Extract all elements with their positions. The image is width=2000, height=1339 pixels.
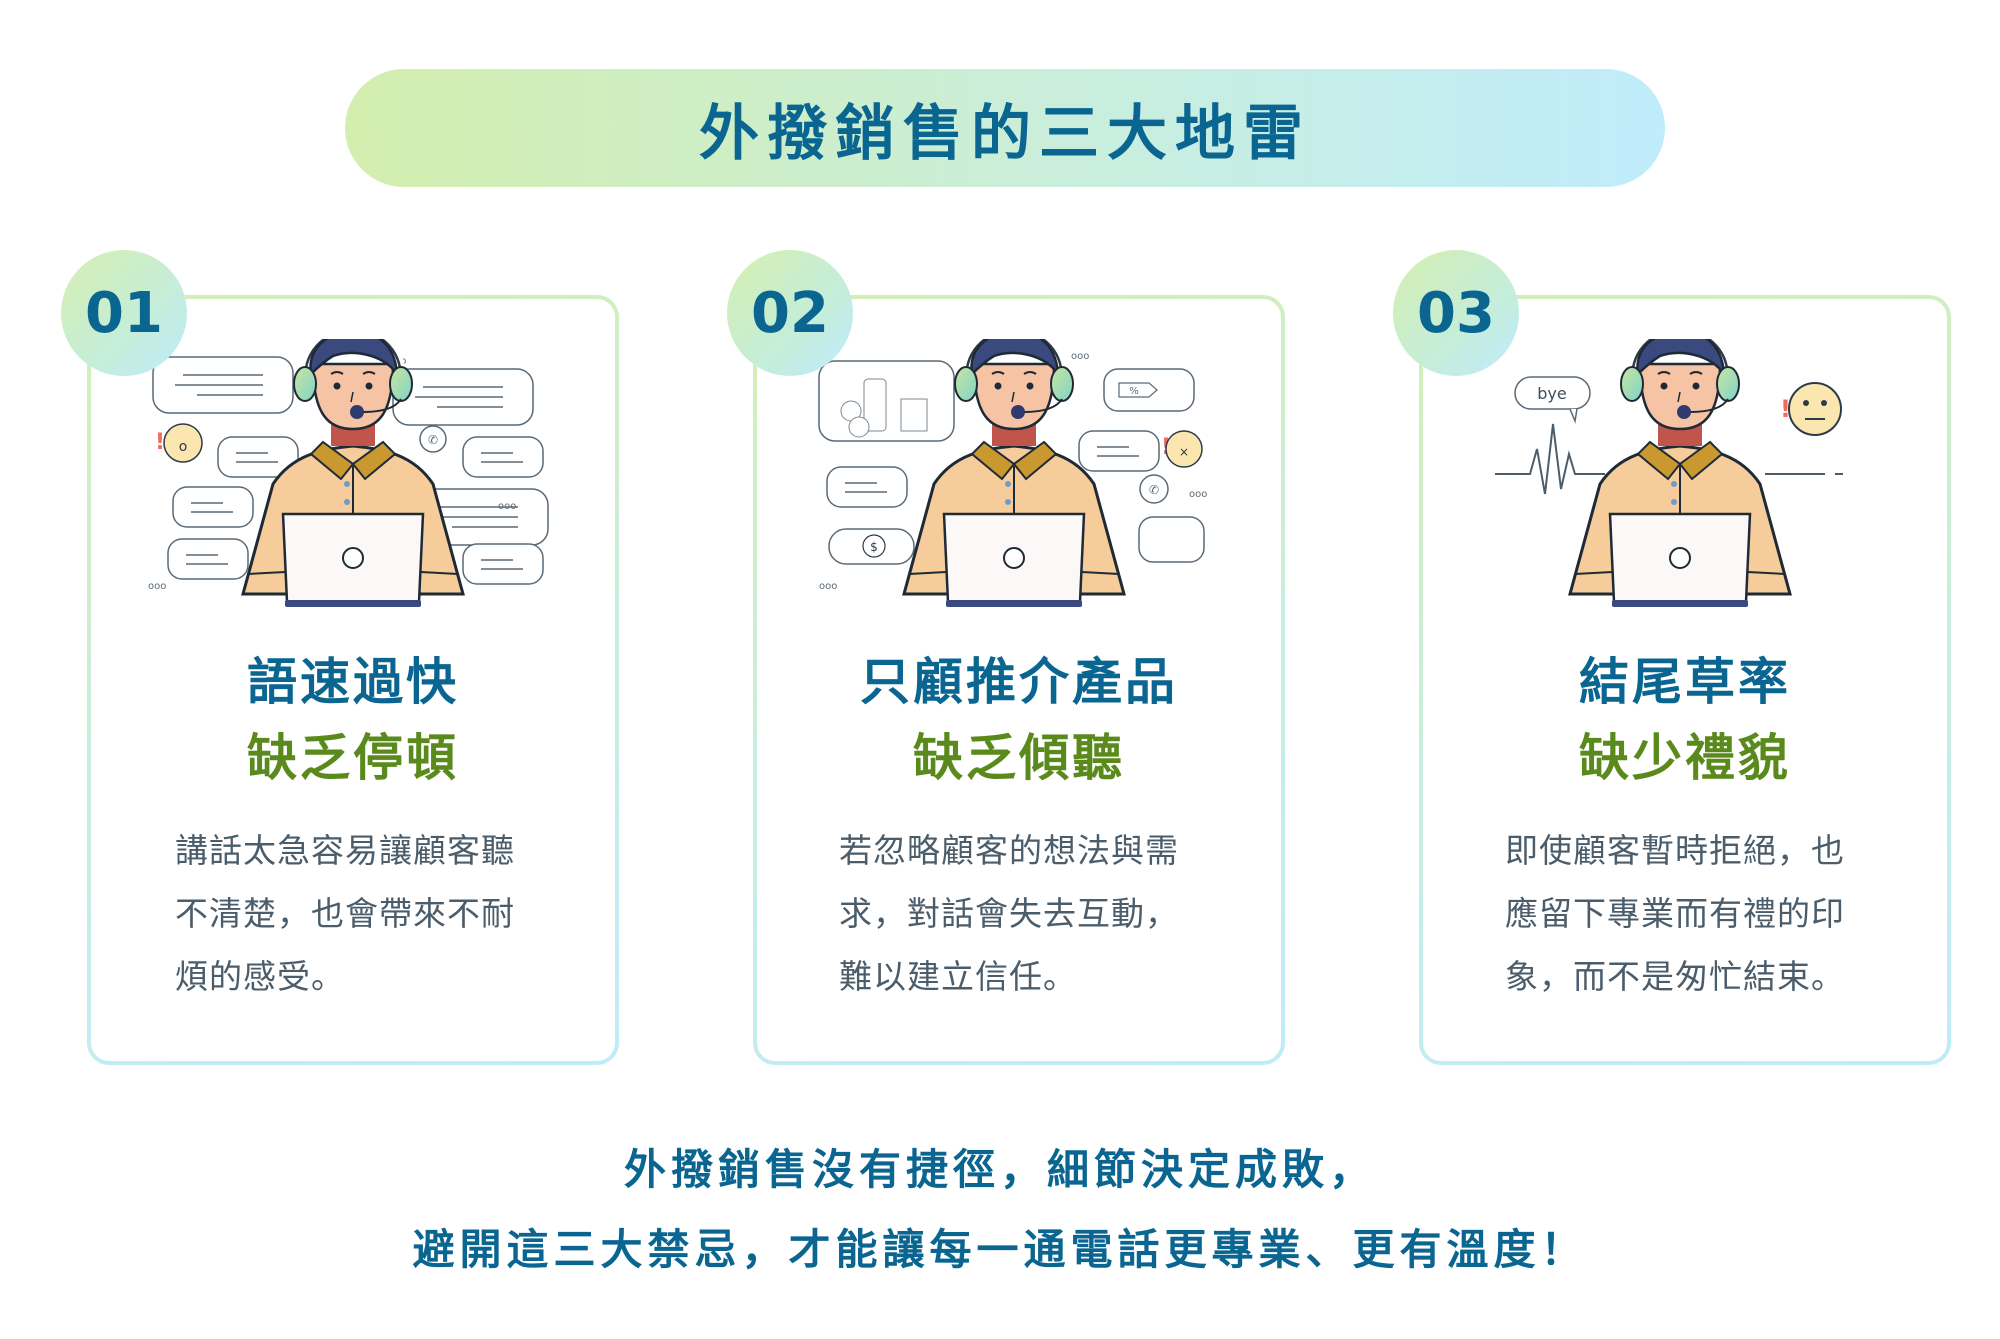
bottle-icon <box>863 378 887 432</box>
heading-primary: 結尾草率 <box>1579 653 1791 711</box>
sound-wave-icon <box>1495 423 1605 495</box>
bye-bubble-text: bye <box>1537 384 1566 403</box>
svg-text:ooo: ooo <box>1071 351 1089 362</box>
desc-line: 應留下專業而有禮的印 <box>1505 894 1845 933</box>
neutral-face-icon <box>1788 382 1842 436</box>
phone-icon <box>1139 474 1169 504</box>
agent-chat-bubbles-illustration: o ! ✆ ooo ooo ooo <box>148 339 549 609</box>
badge-number: 02 <box>751 280 829 346</box>
svg-text:o: o <box>179 439 188 455</box>
card-heading: 只顧推介產品 缺乏傾聽 <box>757 644 1281 796</box>
card-description: 即使顧客暫時拒絕，也 應留下專業而有禮的印 象，而不是匆忙結束。 <box>1505 819 1887 1008</box>
svg-text:%: % <box>1129 386 1139 397</box>
svg-text:!: ! <box>1780 395 1791 423</box>
number-badge-01: 01 <box>61 250 187 376</box>
footer-line-1: 外撥銷售沒有捷徑，細節決定成敗， <box>623 1145 1376 1194</box>
card-description: 講話太急容易讓顧客聽 不清楚，也會帶來不耐 煩的感受。 <box>175 819 555 1008</box>
number-badge-03: 03 <box>1393 250 1519 376</box>
pitfall-card-2: % ! × ✆ $ ooo ooo ooo 只顧推介產品 缺乏傾聽 若忽略顧客的… <box>753 295 1285 1065</box>
agent-saying-bye-illustration: bye ! <box>1495 339 1843 609</box>
pitfall-card-1: o ! ✆ ooo ooo ooo 語速過快 缺乏停頓 講話太急容易讓顧客聽 不… <box>87 295 619 1065</box>
svg-text:ooo: ooo <box>819 581 837 592</box>
svg-text:ooo: ooo <box>498 501 516 512</box>
heading-primary: 語速過快 <box>247 653 459 711</box>
discount-tag-icon <box>1118 382 1158 398</box>
pitfall-card-3: bye ! 結尾草率 缺少禮貌 即使顧客暫時拒絕，也 應留下專業而有禮的印 象，… <box>1419 295 1951 1065</box>
desc-line: 求，對話會失去互動， <box>839 894 1179 933</box>
svg-text:!: ! <box>155 430 165 455</box>
badge-number: 03 <box>1417 280 1495 346</box>
svg-text:ooo: ooo <box>1189 489 1207 500</box>
desc-line: 不清楚，也會帶來不耐 <box>175 894 515 933</box>
heading-primary: 只顧推介產品 <box>860 653 1178 711</box>
card-heading: 結尾草率 缺少禮貌 <box>1423 644 1947 796</box>
badge-number: 01 <box>85 280 163 346</box>
desc-line: 煩的感受。 <box>175 957 345 996</box>
desc-line: 即使顧客暫時拒絕，也 <box>1505 831 1845 870</box>
page-title: 外撥銷售的三大地雷 <box>699 98 1311 169</box>
phone-icon <box>419 425 447 453</box>
footer-message: 外撥銷售沒有捷徑，細節決定成敗， 避開這三大禁忌，才能讓每一通電話更專業、更有溫… <box>0 1130 2000 1290</box>
svg-text:✆: ✆ <box>428 433 438 447</box>
number-badge-02: 02 <box>727 250 853 376</box>
title-banner: 外撥銷售的三大地雷 <box>345 69 1665 187</box>
agent-product-pitch-illustration: % ! × ✆ $ ooo ooo ooo <box>818 339 1207 609</box>
muted-face-icon <box>1165 430 1203 468</box>
desc-line: 難以建立信任。 <box>839 957 1077 996</box>
coin-icon <box>862 534 886 558</box>
card-heading: 語速過快 缺乏停頓 <box>91 644 615 796</box>
footer-line-2: 避開這三大禁忌，才能讓每一通電話更專業、更有溫度！ <box>412 1225 1588 1274</box>
gift-icon <box>900 398 928 432</box>
heading-secondary: 缺乏傾聽 <box>913 729 1125 787</box>
desc-line: 象，而不是匆忙結束。 <box>1505 957 1845 996</box>
card-description: 若忽略顧客的想法與需 求，對話會失去互動， 難以建立信任。 <box>839 819 1221 1008</box>
svg-text:ooo: ooo <box>148 581 166 592</box>
surprised-face-icon <box>163 423 203 463</box>
cosmetics-bubble <box>1138 516 1205 563</box>
desc-line: 講話太急容易讓顧客聽 <box>175 831 515 870</box>
svg-text:×: × <box>1179 445 1189 459</box>
desc-line: 若忽略顧客的想法與需 <box>839 831 1179 870</box>
heading-secondary: 缺少禮貌 <box>1579 729 1791 787</box>
heading-secondary: 缺乏停頓 <box>247 729 459 787</box>
svg-text:$: $ <box>870 540 878 554</box>
svg-text:✆: ✆ <box>1149 483 1159 497</box>
